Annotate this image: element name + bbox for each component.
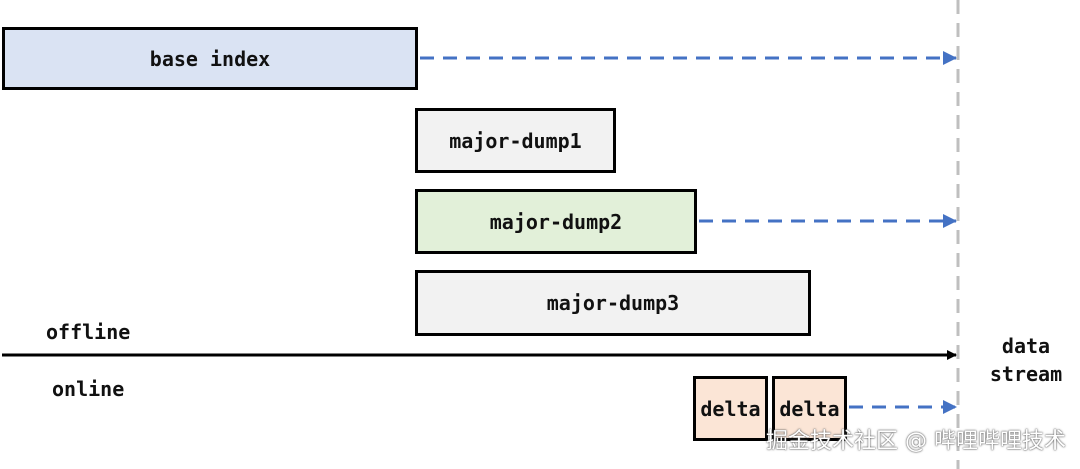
major-dump2-label: major-dump2: [489, 209, 623, 234]
delta-box-1: delta: [693, 376, 768, 441]
online-label: online: [52, 377, 125, 401]
base-index-box: base index: [2, 27, 418, 90]
data-stream-label-line2: stream: [989, 362, 1063, 386]
data-stream-label-line1: data: [1001, 334, 1051, 358]
delta-label-1: delta: [700, 396, 761, 421]
major-dump1-label: major-dump1: [449, 128, 582, 153]
major-dump1-box: major-dump1: [415, 108, 616, 173]
major-dump2-box: major-dump2: [415, 189, 697, 254]
watermark: 掘金技术社区 @ 哔哩哔哩技术: [766, 429, 1066, 454]
delta-box-2: delta: [772, 376, 847, 441]
major-dump3-label: major-dump3: [546, 291, 680, 315]
delta-label-2: delta: [779, 396, 840, 421]
data-stream-label: data stream: [976, 332, 1076, 388]
offline-label: offline: [46, 320, 131, 344]
base-index-label: base index: [149, 46, 271, 71]
major-dump3-box: major-dump3: [415, 270, 811, 336]
